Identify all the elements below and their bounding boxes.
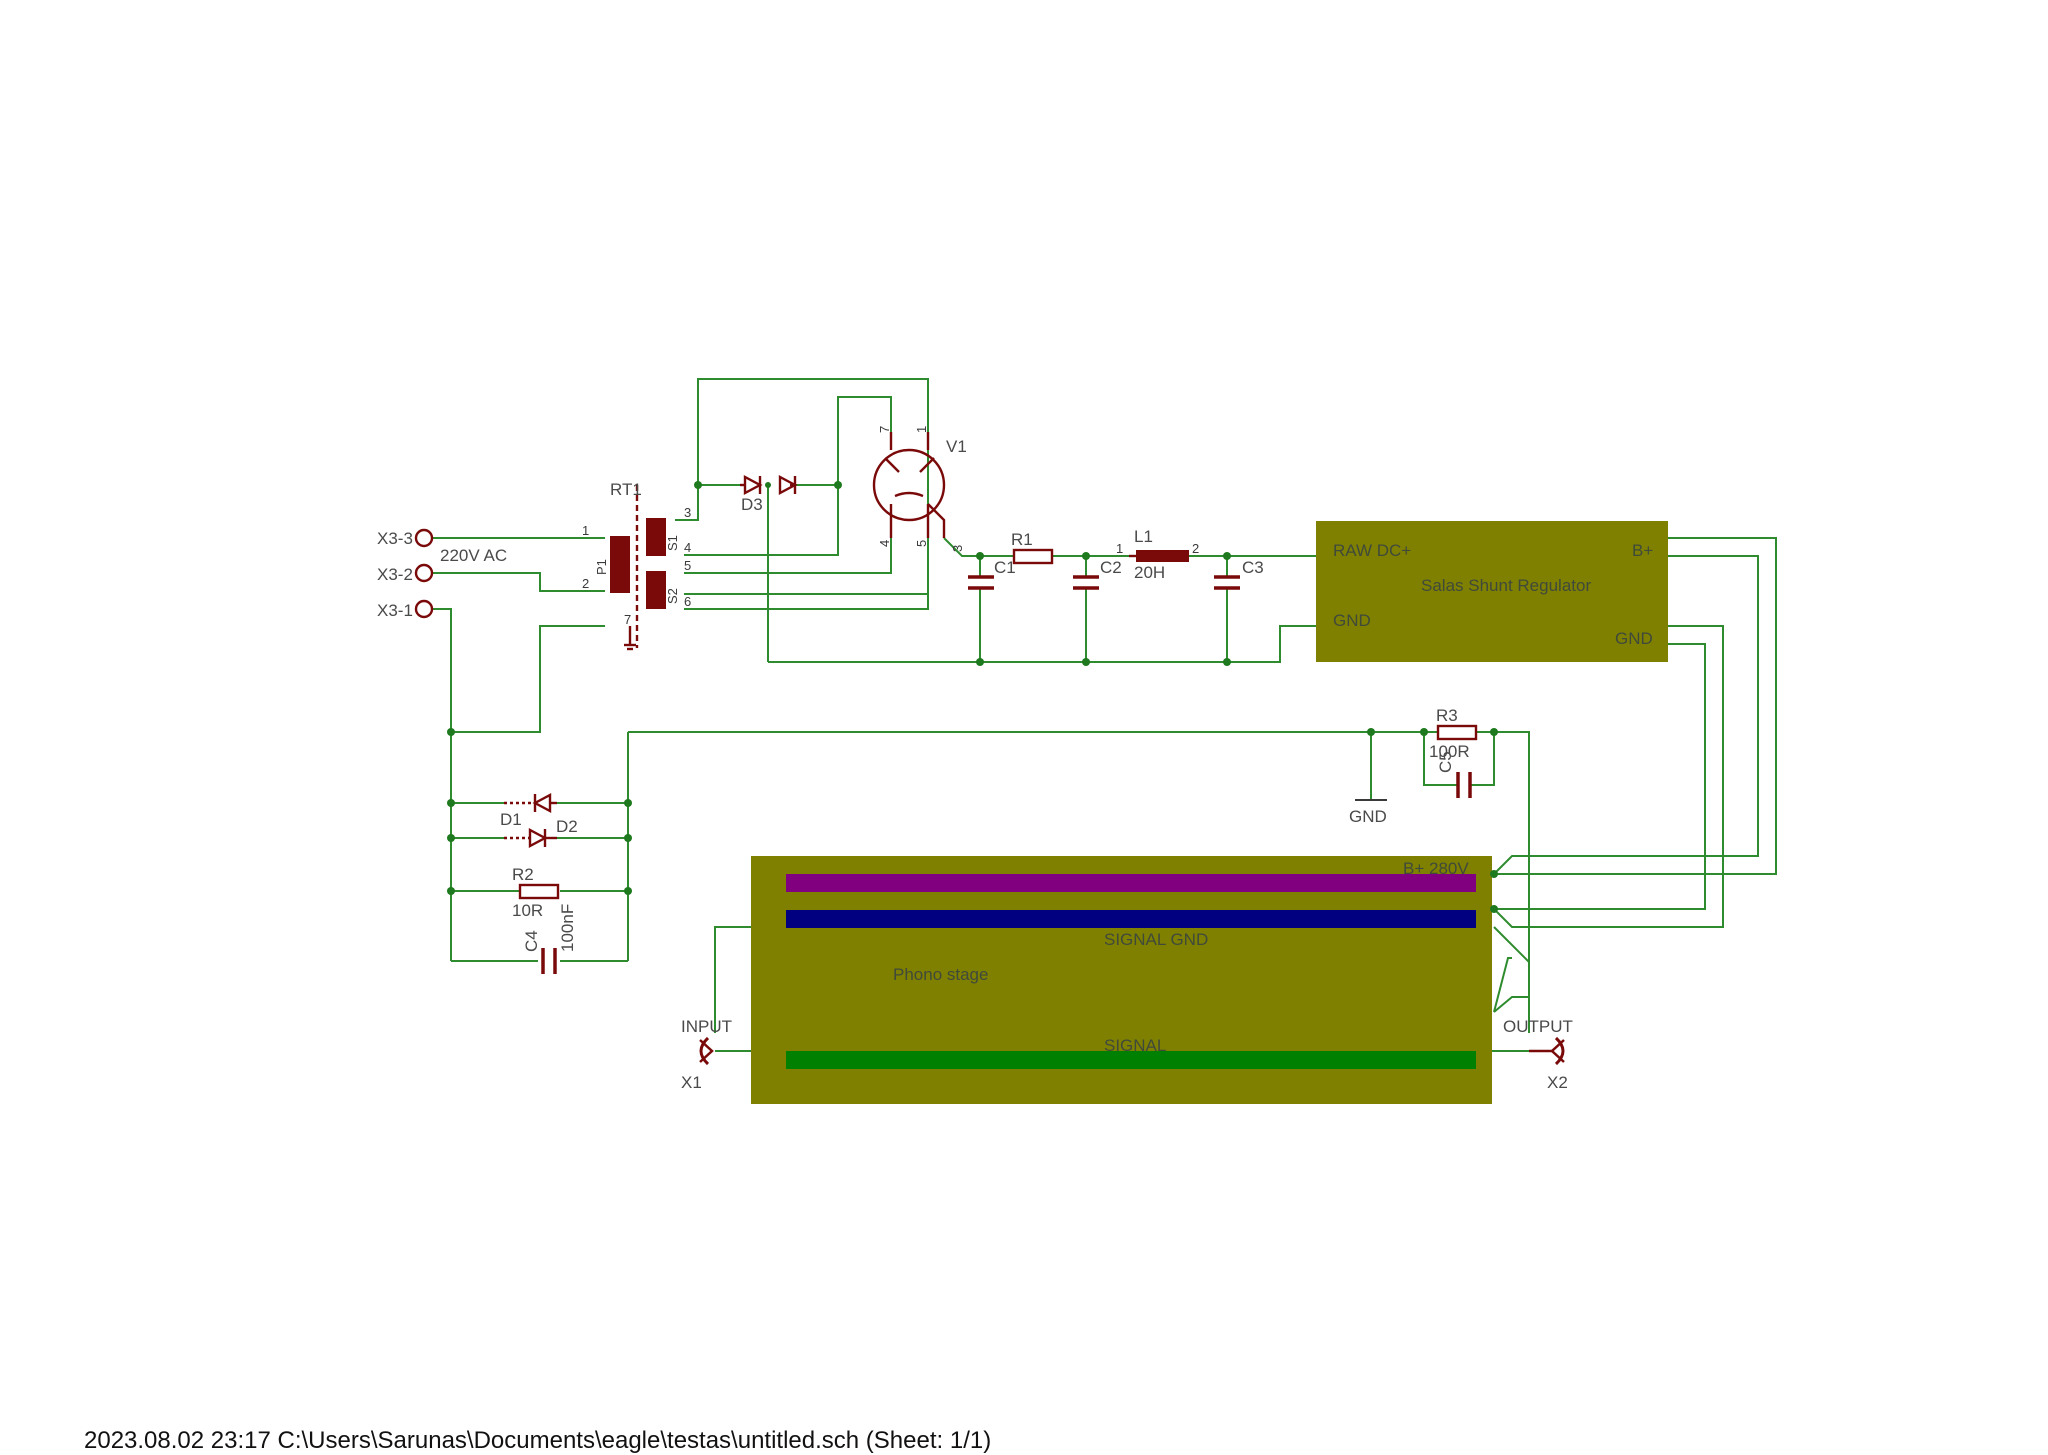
x3-2-label: X3-2 xyxy=(377,565,413,584)
v1-pin-7: 7 xyxy=(877,426,892,433)
r2-label: R2 xyxy=(512,865,534,884)
rt1-pin-2: 2 xyxy=(582,576,589,591)
d3-label: D3 xyxy=(741,495,763,514)
rt1-pin-7: 7 xyxy=(624,612,631,627)
rt1-pin-1: 1 xyxy=(582,523,589,538)
input-jack-x1[interactable]: INPUT X1 xyxy=(681,1017,732,1092)
diode-d1[interactable]: D1 xyxy=(500,793,557,829)
regulator-b-plus-label: B+ xyxy=(1632,541,1653,560)
s1-label: S1 xyxy=(665,535,680,551)
v1-label: V1 xyxy=(946,437,967,456)
phono-b-plus-label: B+ 280V xyxy=(1403,859,1469,878)
l1-label: L1 xyxy=(1134,527,1153,546)
c2-label: C2 xyxy=(1100,558,1122,577)
l1-pin-1: 1 xyxy=(1116,541,1123,556)
l1-pin-2: 2 xyxy=(1192,541,1199,556)
x3-1-label: X3-1 xyxy=(377,601,413,620)
l1-value: 20H xyxy=(1134,563,1165,582)
salas-shunt-regulator-block[interactable]: RAW DC+ B+ Salas Shunt Regulator GND GND xyxy=(1316,521,1668,662)
d2-label: D2 xyxy=(556,817,578,836)
regulator-title: Salas Shunt Regulator xyxy=(1421,576,1591,595)
diode-d2[interactable]: D2 xyxy=(504,817,578,848)
rt1-pin-3: 3 xyxy=(684,505,691,520)
phono-signal-gnd-label: SIGNAL GND xyxy=(1104,930,1208,949)
ground-symbol: GND xyxy=(1349,799,1387,826)
b-plus-bus-bar xyxy=(786,874,1476,892)
c1-label: C1 xyxy=(994,558,1016,577)
regulator-raw-dc-label: RAW DC+ xyxy=(1333,541,1411,560)
rt1-label: RT1 xyxy=(610,480,642,499)
output-jack-x2[interactable]: OUTPUT X2 xyxy=(1503,1017,1573,1092)
v1-pin-3: 3 xyxy=(950,545,965,552)
capacitor-c5[interactable]: C5 xyxy=(1436,751,1472,798)
rt1-pin-4: 4 xyxy=(684,540,691,555)
regulator-gnd-left-label: GND xyxy=(1333,611,1371,630)
ac-voltage-label: 220V AC xyxy=(440,546,507,565)
inductor-l1[interactable]: L1 20H 1 2 xyxy=(1116,527,1199,582)
capacitor-c1[interactable]: C1 xyxy=(968,558,1016,590)
junction-dots xyxy=(447,481,1498,913)
rt1-pin-6: 6 xyxy=(684,594,691,609)
transformer-rt1[interactable]: RT1 P1 S1 S2 1 2 7 3 4 5 6 xyxy=(582,480,691,651)
v1-pin-1: 1 xyxy=(914,426,929,433)
c4-value: 100nF xyxy=(558,904,577,952)
wires xyxy=(433,378,1777,1052)
gnd-label: GND xyxy=(1349,807,1387,826)
phono-title: Phono stage xyxy=(893,965,988,984)
r2-value: 10R xyxy=(512,901,543,920)
rt1-pin-5: 5 xyxy=(684,558,691,573)
signal-bus-bar xyxy=(786,1051,1476,1069)
c5-label: C5 xyxy=(1436,751,1455,773)
c4-label: C4 xyxy=(522,930,541,952)
resistor-r1[interactable]: R1 xyxy=(1011,530,1054,565)
signal-gnd-bus-bar xyxy=(786,910,1476,928)
x3-3-label: X3-3 xyxy=(377,529,413,548)
capacitor-c2[interactable]: C2 xyxy=(1073,558,1122,590)
r3-label: R3 xyxy=(1436,706,1458,725)
r3-value: 100R xyxy=(1429,742,1470,761)
input-label: INPUT xyxy=(681,1017,732,1036)
x1-label: X1 xyxy=(681,1073,702,1092)
regulator-gnd-right-label: GND xyxy=(1615,629,1653,648)
p1-label: P1 xyxy=(594,559,609,575)
x2-label: X2 xyxy=(1547,1073,1568,1092)
capacitor-c4[interactable]: C4 100nF xyxy=(522,904,577,974)
sheet-footer: 2023.08.02 23:17 C:\Users\Sarunas\Docume… xyxy=(84,1427,992,1454)
c3-label: C3 xyxy=(1242,558,1264,577)
resistor-r3[interactable]: R3 100R xyxy=(1429,706,1478,761)
x3-terminal-block[interactable]: X3-3 X3-2 X3-1 220V AC xyxy=(377,528,507,620)
phono-stage-block[interactable]: B+ 280V SIGNAL GND Phono stage SIGNAL xyxy=(751,856,1492,1104)
v1-pin-4: 4 xyxy=(877,540,892,547)
diode-d3[interactable]: D3 xyxy=(740,475,798,514)
capacitor-c3[interactable]: C3 xyxy=(1214,558,1264,590)
resistor-r2[interactable]: R2 10R xyxy=(512,865,560,920)
phono-signal-label: SIGNAL xyxy=(1104,1036,1166,1055)
s2-label: S2 xyxy=(665,588,680,604)
r1-label: R1 xyxy=(1011,530,1033,549)
output-label: OUTPUT xyxy=(1503,1017,1573,1036)
d1-label: D1 xyxy=(500,810,522,829)
v1-pin-5: 5 xyxy=(914,540,929,547)
tube-v1[interactable]: V1 7 1 4 5 3 xyxy=(872,426,967,552)
